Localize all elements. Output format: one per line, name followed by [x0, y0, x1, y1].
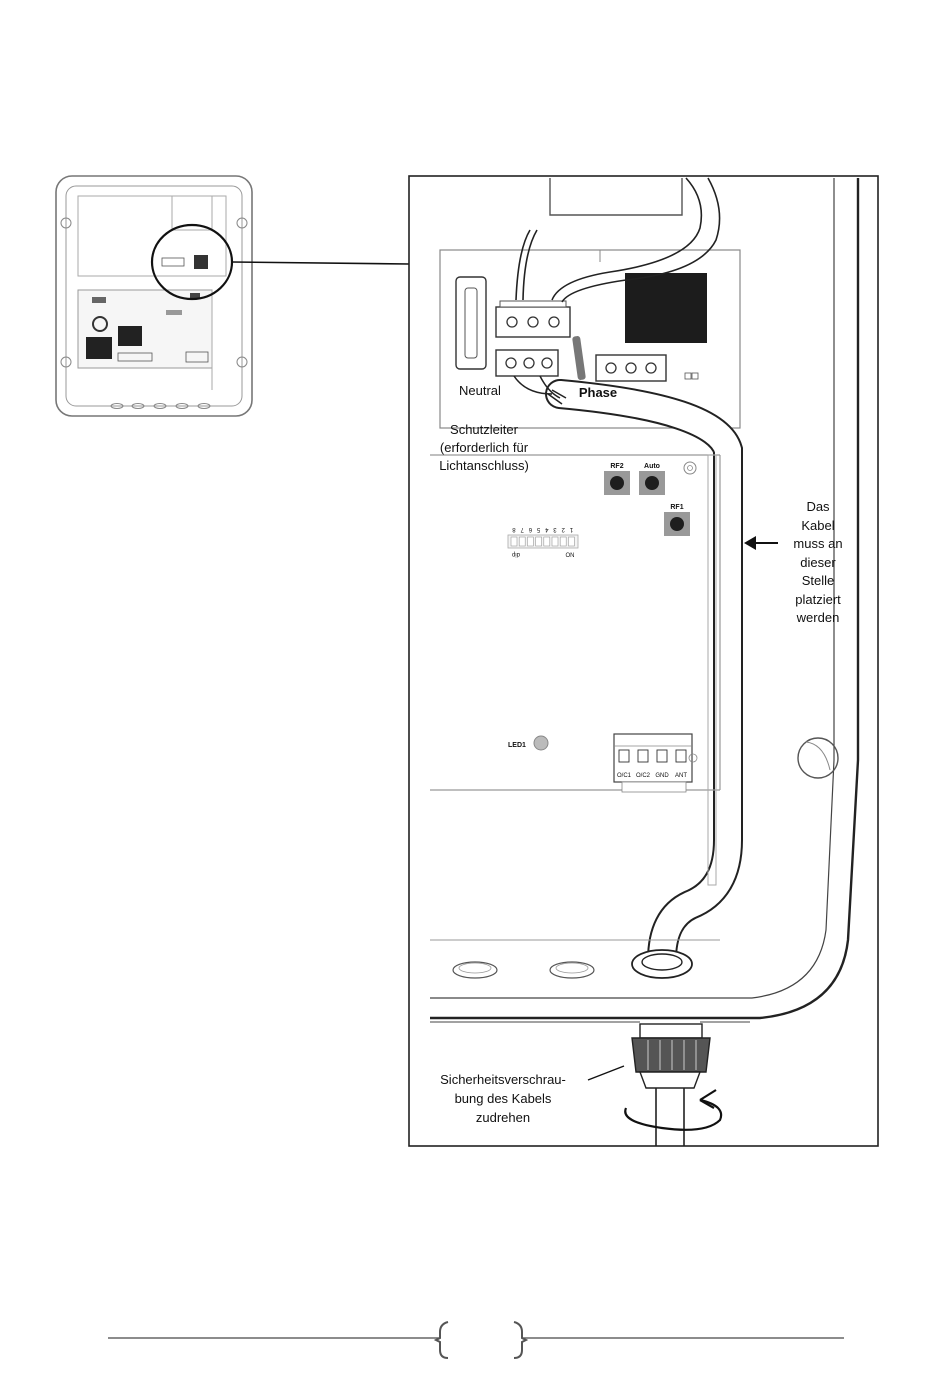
terminal-screw [676, 750, 686, 762]
gland-pointer-line [588, 1066, 624, 1080]
svg-text:Schutzleiter: Schutzleiter [450, 422, 519, 437]
wall-hole [798, 738, 838, 778]
led1 [534, 736, 548, 750]
label-protective-conductor: Schutzleiter (erforderlich für Lichtansc… [439, 422, 529, 473]
terminal-screw [657, 750, 667, 762]
terminal-screw [638, 750, 648, 762]
dip-switch-cell [568, 537, 574, 546]
terminal-label: GND [655, 773, 669, 779]
label-phase: Phase [579, 385, 617, 400]
dip-switch-cell [560, 537, 566, 546]
svg-text:platziert: platziert [795, 592, 841, 607]
overview-enclosure [56, 176, 252, 416]
svg-text:Kabel: Kabel [801, 518, 834, 533]
terminal-label: O/C1 [617, 773, 632, 779]
label-rf1: RF1 [670, 504, 683, 511]
label-auto: Auto [644, 463, 660, 470]
svg-text:(erforderlich für: (erforderlich für [440, 440, 529, 455]
cable-gland-nut [632, 950, 692, 978]
svg-text:zudrehen: zudrehen [476, 1110, 530, 1125]
label-rf2: RF2 [610, 463, 623, 470]
svg-text:werden: werden [796, 610, 840, 625]
zoom-leader-line [232, 262, 409, 264]
screw-top-right [684, 462, 696, 474]
label-gland-instruction: Sicherheitsverschrau- bung des Kabels zu… [440, 1072, 566, 1125]
button-rf2 [604, 471, 630, 495]
cable-gland-external [632, 1024, 710, 1146]
terminal-screw [619, 750, 629, 762]
terminal-block-right [596, 355, 666, 381]
label-led1: LED1 [508, 742, 526, 749]
svg-text:dieser: dieser [800, 555, 836, 570]
dip-switch-cell [536, 537, 542, 546]
terminal-block-top [496, 301, 570, 337]
dip-switch-number: 4 [544, 526, 548, 532]
button-auto [639, 471, 665, 495]
button-rf1 [664, 512, 690, 536]
dip-switch-number: 6 [528, 526, 532, 532]
dip-switch-number: 5 [536, 526, 540, 532]
page-footer [108, 1322, 844, 1358]
cable-position-arrow [744, 536, 778, 550]
dip-switch-number: 8 [512, 526, 516, 532]
terminal-label: O/C2 [636, 773, 651, 779]
dip-switch-number: 1 [569, 526, 573, 532]
dip-switch-cell [552, 537, 558, 546]
output-terminal: O/C1 O/C2 GND ANT [614, 734, 692, 792]
label-neutral: Neutral [459, 383, 501, 398]
relay-block [625, 273, 707, 343]
svg-text:bung des Kabels: bung des Kabels [455, 1091, 552, 1106]
top-bracket [550, 178, 682, 215]
tighten-rotation-arrow [625, 1090, 721, 1130]
dip-switch-cell [527, 537, 533, 546]
terminal-block-bottom [496, 350, 558, 376]
svg-text:Stelle: Stelle [802, 573, 835, 588]
dip-switch-cell [511, 537, 517, 546]
terminal-label: ANT [675, 773, 687, 779]
jumper-bar [572, 336, 586, 381]
svg-text:muss an: muss an [793, 536, 842, 551]
dip-switch-number: 7 [520, 526, 524, 532]
dip-switch-number: 3 [553, 526, 557, 532]
dip-label-right: ON [566, 553, 575, 559]
svg-text:Sicherheitsverschrau-: Sicherheitsverschrau- [440, 1072, 566, 1087]
dip-switch-cell [544, 537, 550, 546]
dip-switch-number: 2 [561, 526, 565, 532]
label-cable-position: Das Kabel muss an dieser Stelle platzier… [793, 499, 842, 625]
svg-text:Lichtanschluss): Lichtanschluss) [439, 458, 529, 473]
dip-switch-cell [519, 537, 525, 546]
svg-text:Das: Das [806, 499, 830, 514]
dip-label-left: dip [511, 551, 520, 557]
fuse-holder [456, 277, 486, 369]
